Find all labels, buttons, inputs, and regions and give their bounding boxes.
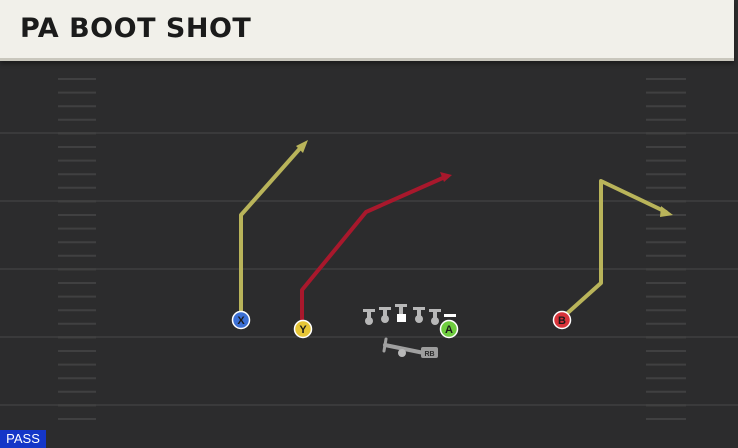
player-x-label: X (237, 315, 245, 327)
yard-lines (0, 132, 738, 406)
pass-badge: PASS (0, 430, 46, 448)
a-block-marker (444, 314, 456, 317)
hash-marks (58, 78, 686, 420)
player-b[interactable]: B (552, 310, 572, 330)
player-x[interactable]: X (231, 310, 251, 330)
lineman-2 (379, 307, 391, 323)
rb-route (383, 343, 426, 355)
player-y-marker (293, 319, 313, 339)
player-a-label: A (445, 324, 453, 336)
rb-route-block (382, 337, 388, 353)
lineman-1 (363, 309, 375, 325)
player-rb-marker (421, 347, 438, 358)
player-a-marker (439, 319, 459, 339)
player-y-label: Y (299, 324, 307, 336)
play-header: PA BOOT SHOT (0, 0, 734, 61)
b-route (560, 179, 668, 320)
y-route-arrowhead (440, 172, 452, 182)
play-title: PA BOOT SHOT (20, 13, 252, 44)
player-rb-label: RB (424, 351, 434, 358)
x-route (239, 143, 305, 320)
lineman-5 (429, 309, 441, 325)
x-route-arrowhead (296, 140, 308, 153)
lineman-4 (413, 307, 425, 323)
y-route (300, 175, 447, 328)
player-a[interactable]: A (439, 319, 459, 339)
player-b-label: B (558, 315, 566, 327)
offensive-line (363, 304, 456, 325)
player-b-marker (552, 310, 572, 330)
player-rb[interactable]: RB (421, 347, 438, 358)
player-qb-marker (398, 349, 406, 357)
player-qb[interactable] (398, 349, 406, 357)
b-route-arrowhead (660, 206, 673, 217)
player-x-marker (231, 310, 251, 330)
player-y[interactable]: Y (293, 319, 313, 339)
center (395, 304, 407, 322)
routes (239, 140, 673, 355)
